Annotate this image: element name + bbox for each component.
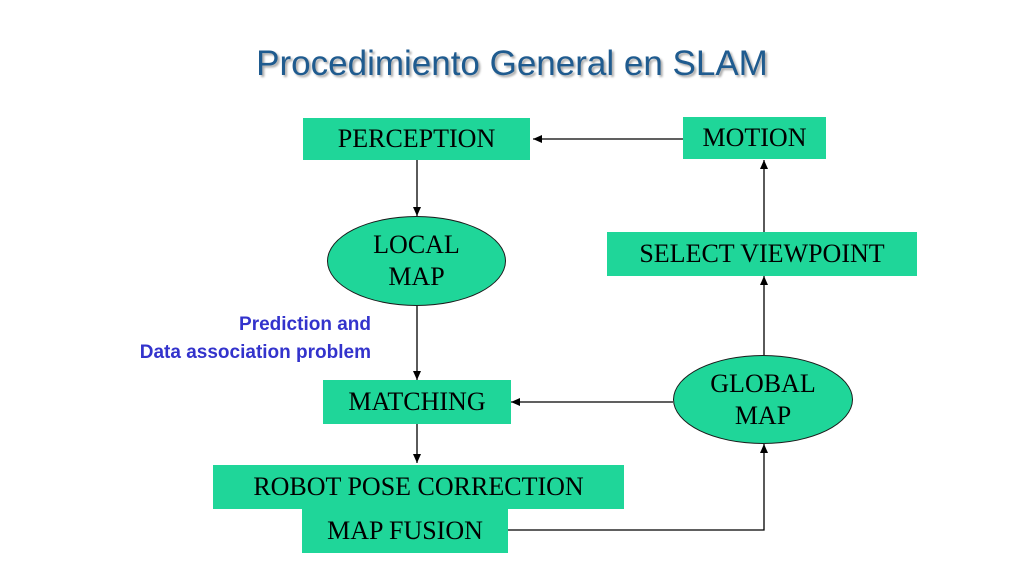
annotation-line1: Prediction and: [239, 314, 371, 335]
node-local-map-line2: MAP: [388, 262, 445, 291]
node-select-viewpoint: SELECT VIEWPOINT: [607, 232, 917, 276]
annotation-line2: Data association problem: [139, 342, 371, 363]
node-local-map-line1: LOCAL: [373, 230, 460, 259]
arrow-map-fusion-to-global-map: [508, 444, 768, 531]
node-matching: MATCHING: [323, 380, 511, 424]
node-motion: MOTION: [683, 117, 826, 159]
page-title: Procedimiento General en SLAM: [256, 44, 768, 83]
node-perception: PERCEPTION: [303, 118, 530, 160]
node-global-map: GLOBAL MAP: [673, 355, 853, 444]
annotation-prediction: Prediction and Data association problem: [40, 311, 371, 367]
node-map-fusion: MAP FUSION: [302, 509, 508, 553]
node-global-map-line1: GLOBAL: [710, 368, 816, 398]
node-local-map: LOCAL MAP: [327, 216, 506, 306]
node-robot-pose-correction: ROBOT POSE CORRECTION: [213, 465, 624, 509]
node-global-map-line2: MAP: [734, 400, 792, 430]
